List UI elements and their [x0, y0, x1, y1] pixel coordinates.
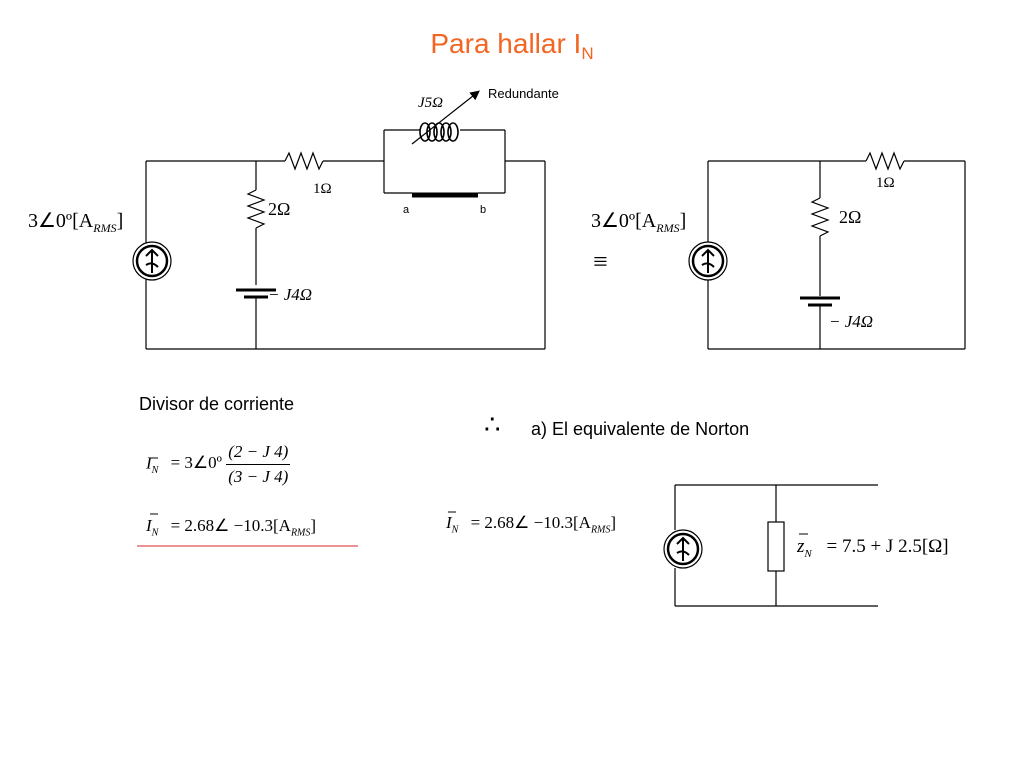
- source-label-left: 3∠0º[ARMS]: [28, 208, 123, 236]
- source-label-left-end: ]: [116, 210, 124, 232]
- equivalence-symbol: ≡: [593, 247, 608, 276]
- node-a-label: a: [403, 204, 410, 216]
- current-source-norton: [663, 529, 703, 569]
- left-circuit: [145, 122, 546, 350]
- in-lhs-sub: N: [451, 524, 459, 536]
- eq1-fraction: (2 − J 4) (3 − J 4): [226, 442, 291, 487]
- norton-current-equation: IN = 2.68∠ −10.3[ARMS]: [446, 513, 616, 535]
- r-shunt-label-left: 2Ω: [268, 199, 291, 219]
- title-text: Para hallar I: [430, 28, 582, 59]
- eq1-lhs: I: [146, 453, 152, 473]
- eq1-mid: = 3∠0º: [170, 453, 222, 473]
- source-label-right-sub: RMS: [656, 221, 680, 235]
- current-source-right: [688, 241, 728, 281]
- redundant-label: Redundante: [488, 86, 559, 101]
- r-series-label-left: 1Ω: [313, 181, 332, 197]
- source-label-left-text: 3∠0º[A: [28, 210, 94, 232]
- eq2-end: ]: [310, 516, 317, 535]
- title-subscript: N: [581, 44, 594, 63]
- source-label-right: 3∠0º[ARMS]: [591, 208, 686, 236]
- inductor-j5: [419, 122, 459, 142]
- z-lhs: z: [797, 536, 805, 557]
- node-b-label: b: [480, 204, 487, 216]
- z-rhs: = 7.5 + J 2.5[Ω]: [826, 536, 949, 557]
- norton-heading: a) El equivalente de Norton: [531, 419, 750, 439]
- r-series-label-right: 1Ω: [876, 175, 895, 191]
- cap-label-left: − J4Ω: [268, 285, 313, 304]
- resistor-1ohm-right: [865, 151, 905, 171]
- redundant-arrow: [411, 90, 480, 145]
- norton-impedance: [767, 521, 785, 572]
- resistor-1ohm-left: [284, 151, 324, 171]
- current-source-left: [132, 161, 172, 281]
- eq2-lhs-sub: N: [151, 527, 159, 539]
- norton-impedance-equation: zN = 7.5 + J 2.5[Ω]: [797, 536, 949, 560]
- source-label-right-text: 3∠0º[A: [591, 210, 657, 232]
- cap-label-right: − J4Ω: [829, 312, 874, 331]
- therefore-symbol: ∴: [484, 410, 501, 439]
- inductor-label: J5Ω: [418, 95, 444, 111]
- source-label-right-end: ]: [679, 210, 687, 232]
- in-rhs: = 2.68∠ −10.3[A: [470, 513, 591, 532]
- z-lhs-sub: N: [804, 547, 812, 560]
- eq1-numerator: (2 − J 4): [228, 442, 289, 461]
- source-label-left-sub: RMS: [93, 221, 117, 235]
- in-rhs-sub: RMS: [590, 524, 611, 536]
- eq2-rhs-sub: RMS: [290, 527, 311, 539]
- in-lhs: I: [446, 513, 452, 532]
- eq1-denominator: (3 − J 4): [228, 467, 289, 486]
- slide-title: Para hallar IN: [0, 28, 1024, 64]
- divider-heading: Divisor de corriente: [139, 394, 295, 414]
- eq1-lhs-sub: N: [151, 464, 159, 476]
- resistor-2ohm-left: [246, 189, 266, 229]
- eq2-rhs: = 2.68∠ −10.3[A: [170, 516, 291, 535]
- resistor-2ohm-right: [810, 197, 830, 237]
- divider-equation-2: IN = 2.68∠ −10.3[ARMS]: [146, 516, 316, 538]
- norton-circuit: [674, 484, 878, 607]
- r-shunt-label-right: 2Ω: [839, 207, 862, 227]
- in-end: ]: [610, 513, 617, 532]
- divider-equation-1: IN = 3∠0º (2 − J 4) (3 − J 4): [146, 442, 291, 487]
- eq2-lhs: I: [146, 516, 152, 535]
